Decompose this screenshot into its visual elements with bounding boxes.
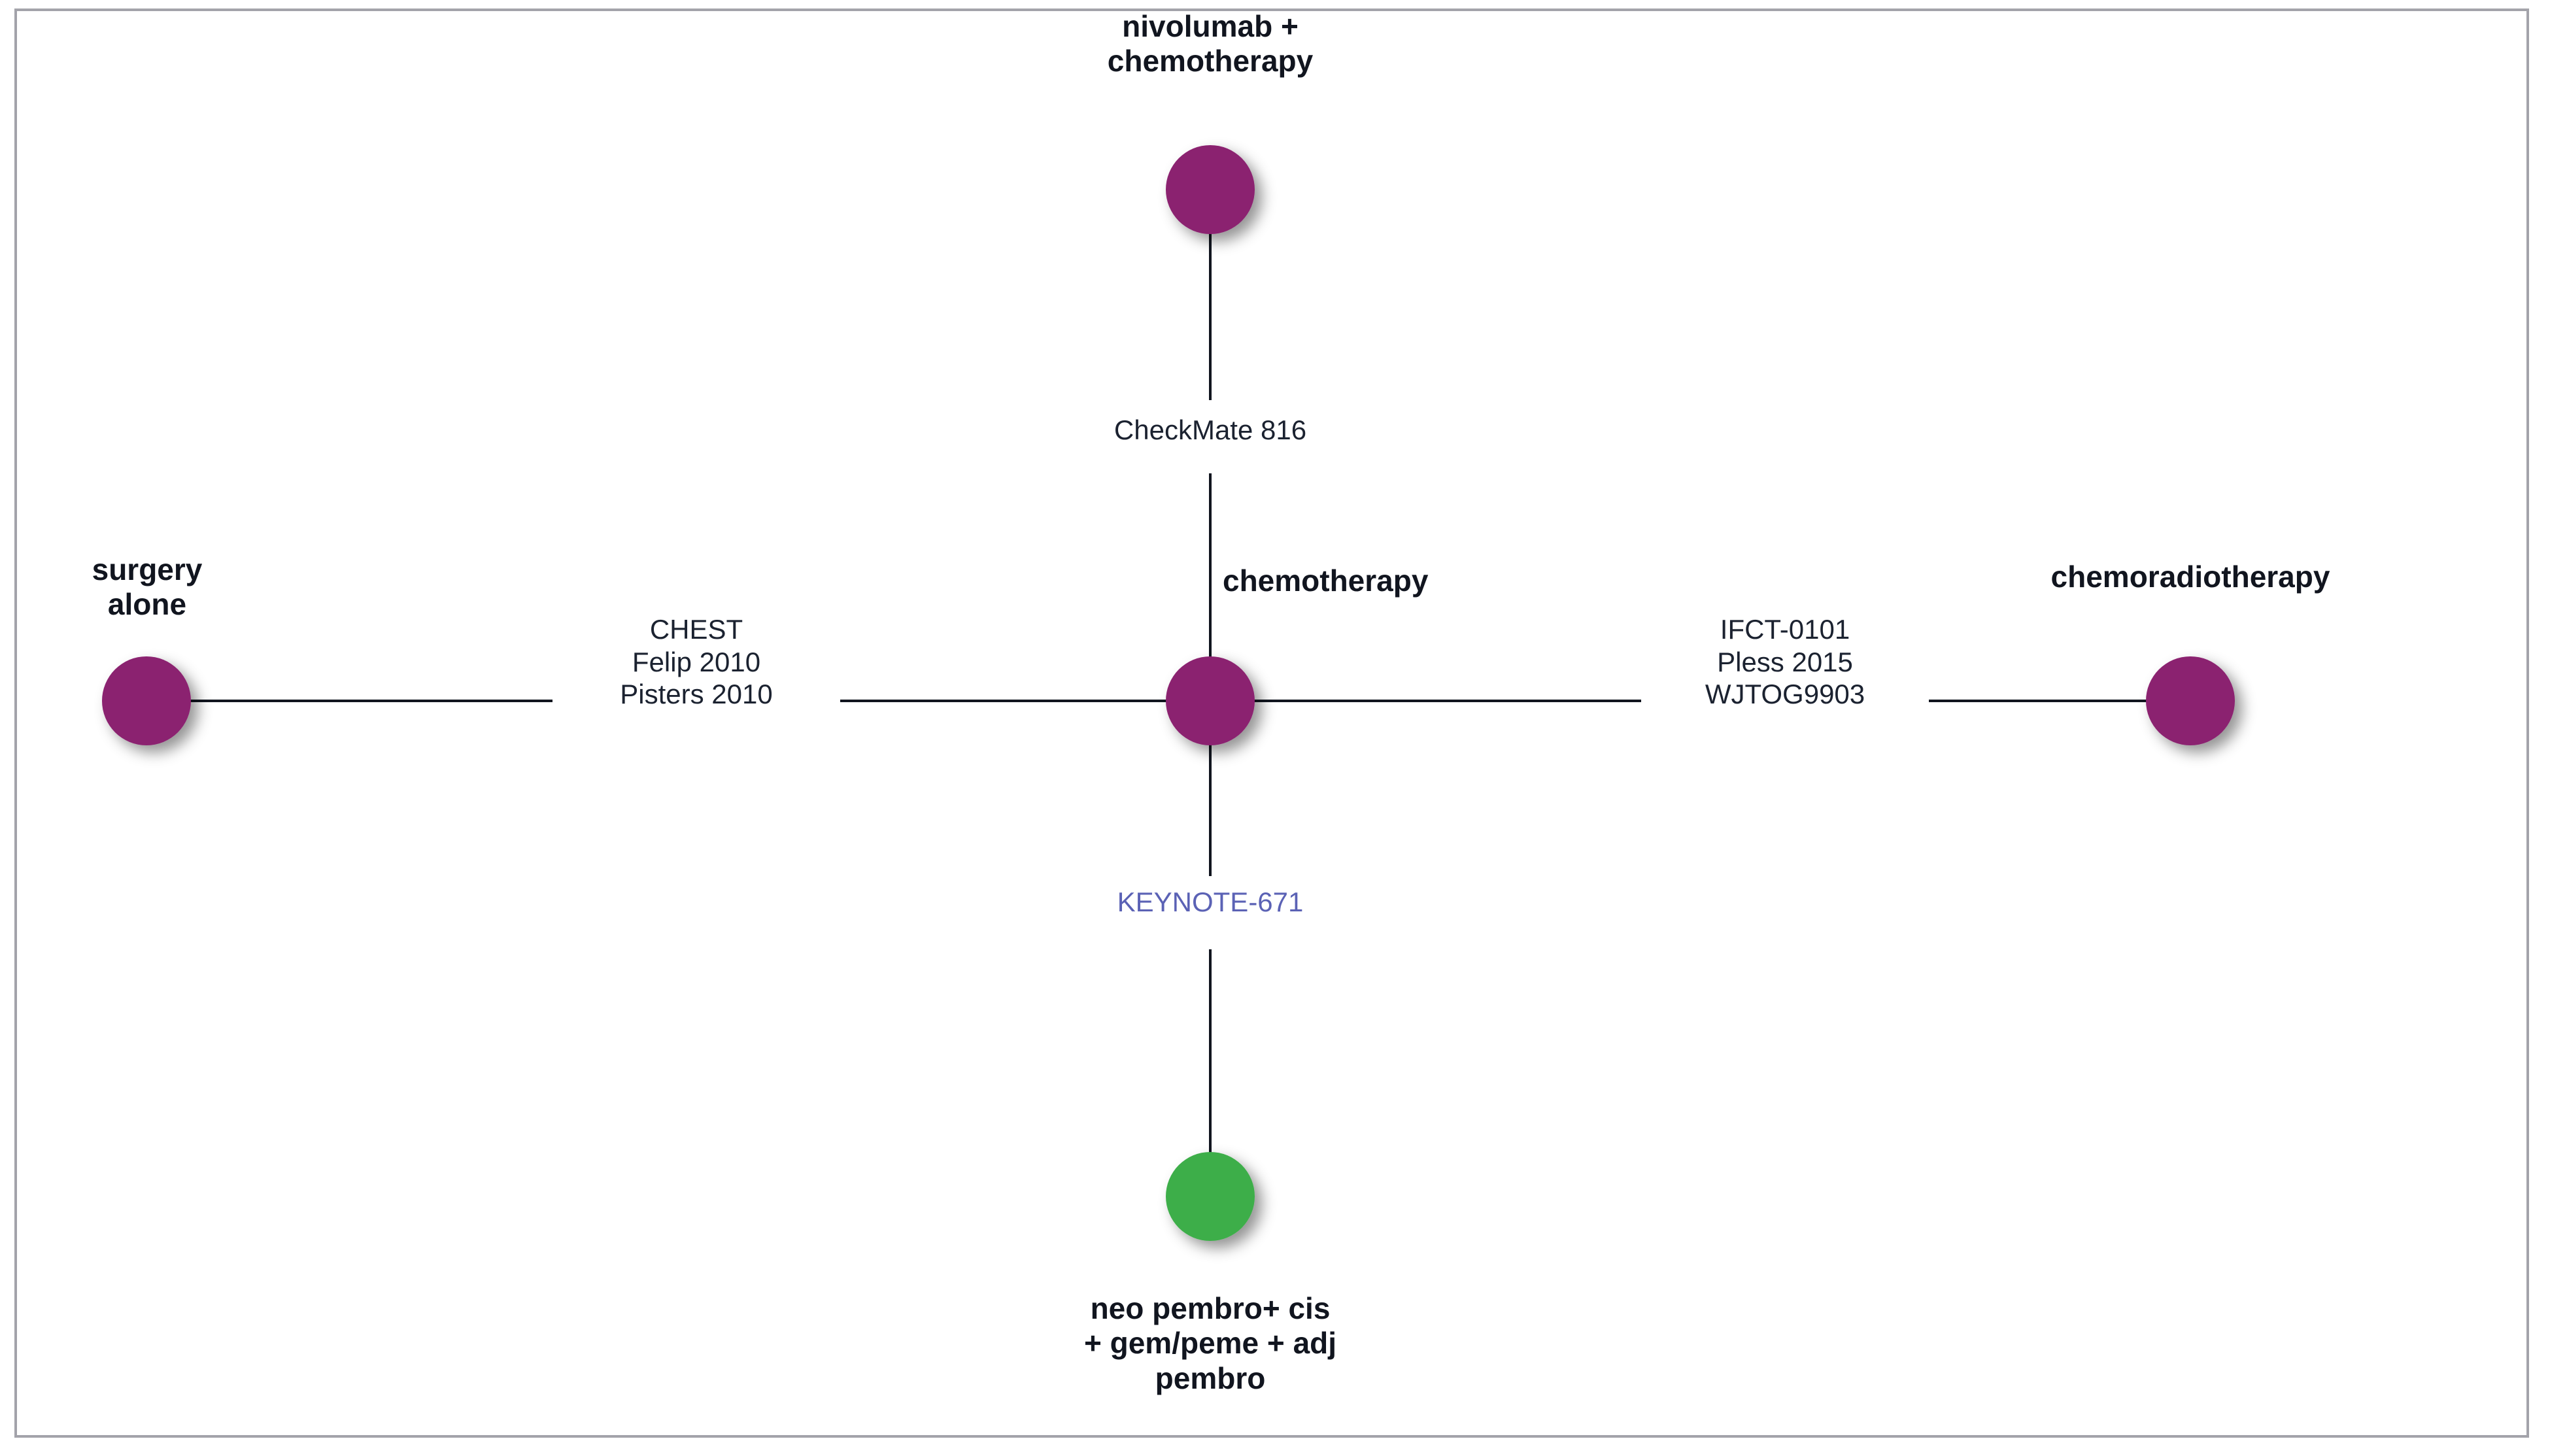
node-label-surgery-alone: surgery alone xyxy=(92,552,203,622)
node-surgery-alone[interactable] xyxy=(102,656,191,745)
node-chemotherapy[interactable] xyxy=(1166,656,1255,745)
edge-label-masks xyxy=(552,400,1929,949)
node-label-chemoradiotherapy: chemoradiotherapy xyxy=(2050,560,2330,594)
edge-label-ifct: IFCT-0101 Pless 2015 WJTOG9903 xyxy=(1705,614,1865,710)
node-label-nivolumab-chemotherapy: nivolumab + chemotherapy xyxy=(1107,9,1314,78)
edge-label-chest: CHEST Felip 2010 Pisters 2010 xyxy=(620,614,773,710)
node-nivolumab-chemotherapy[interactable] xyxy=(1166,145,1255,234)
node-label-chemotherapy: chemotherapy xyxy=(1223,564,1429,598)
node-chemoradiotherapy[interactable] xyxy=(2146,656,2235,745)
figure-frame xyxy=(14,8,2529,1438)
node-label-neo-pembro: neo pembro+ cis + gem/peme + adj pembro xyxy=(1083,1291,1337,1395)
edge-label-checkmate-816: CheckMate 816 xyxy=(1114,415,1307,445)
edge-label-keynote-671: KEYNOTE-671 xyxy=(1117,887,1304,917)
node-group xyxy=(102,145,2235,1241)
node-neo-pembro[interactable] xyxy=(1166,1152,1255,1241)
